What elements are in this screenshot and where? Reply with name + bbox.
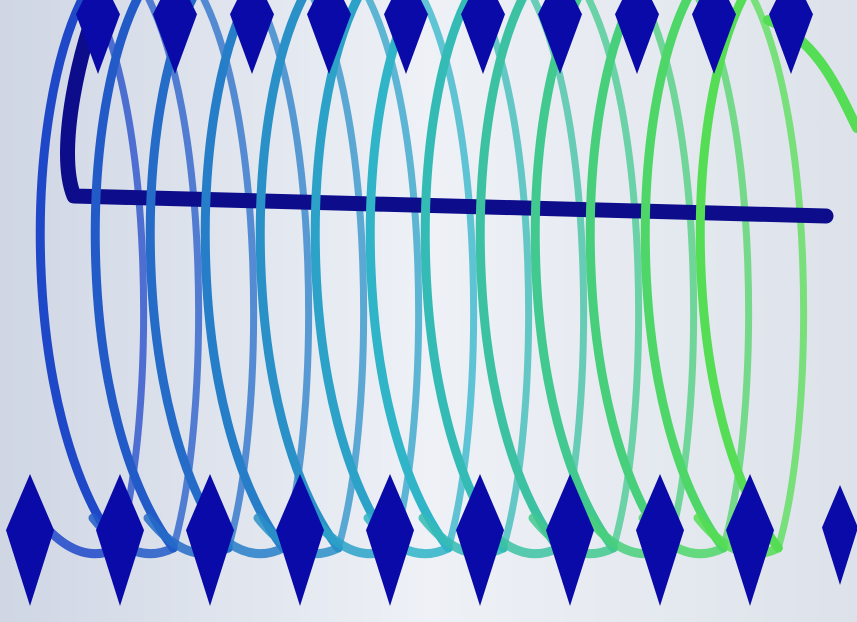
- diamond-arrow-icon: [456, 474, 504, 606]
- diamond-arrow-icon: [538, 0, 582, 74]
- coil-back-strand: [475, 0, 533, 552]
- coil-front-strand: [640, 0, 728, 553]
- diamond-arrow-icon: [769, 0, 813, 74]
- coil-front-strand: [90, 0, 178, 553]
- coil-back-strand: [750, 0, 808, 552]
- diamond-arrow-icon: [153, 0, 197, 74]
- coil-front-strand: [200, 0, 288, 553]
- diamond-arrow-icon: [692, 0, 736, 74]
- coil-back-strand: [365, 0, 423, 552]
- diamond-arrow-icon: [230, 0, 274, 74]
- diamond-arrow-icon: [307, 0, 351, 74]
- coil-back-strand: [200, 0, 258, 552]
- diamond-arrow-icon: [6, 474, 54, 606]
- diamond-arrow-icon: [636, 474, 684, 606]
- diamond-arrow-icon: [276, 474, 324, 606]
- diamond-arrow-icon: [384, 0, 428, 74]
- diamond-arrow-icon: [96, 474, 144, 606]
- coil-back-strand: [420, 0, 478, 552]
- coil-back-strand: [640, 0, 698, 552]
- coil-back-strand: [585, 0, 643, 552]
- diamond-arrow-icon: [615, 0, 659, 74]
- diamond-arrow-icon: [186, 474, 234, 606]
- coil-back-strand: [90, 0, 148, 552]
- coil-front-strand: [310, 0, 398, 553]
- diamond-arrow-icon: [726, 474, 774, 606]
- coil-front-strand: [695, 0, 783, 553]
- diamond-arrow-icon: [546, 474, 594, 606]
- direction-arrows: [6, 0, 857, 606]
- coil-front-strand: [365, 0, 453, 553]
- coil-front-strand: [585, 0, 673, 553]
- diamond-arrow-icon: [461, 0, 505, 74]
- coil-front-strand: [35, 0, 123, 553]
- diamond-arrow-icon: [822, 485, 857, 585]
- coil-front-strand: [475, 0, 563, 553]
- coil-front-strand: [420, 0, 508, 553]
- diamond-arrow-icon: [366, 474, 414, 606]
- diamond-arrow-icon: [76, 0, 120, 74]
